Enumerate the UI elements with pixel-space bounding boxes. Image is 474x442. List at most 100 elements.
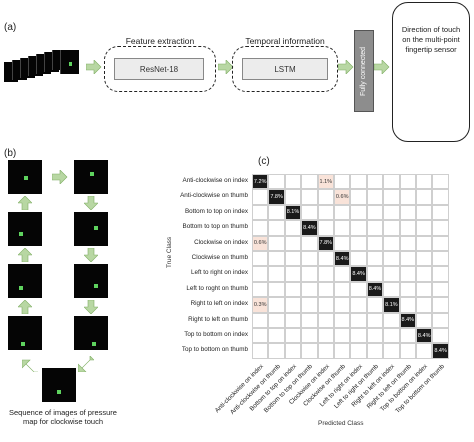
matrix-cell: 8.4% bbox=[432, 343, 449, 359]
matrix-cell bbox=[268, 266, 285, 282]
matrix-cell bbox=[317, 343, 334, 359]
matrix-cell bbox=[416, 220, 433, 236]
matrix-cell bbox=[399, 281, 416, 298]
row-label: Top to bottom on thumb bbox=[181, 346, 248, 354]
row-label: Right to left on thumb bbox=[188, 315, 248, 323]
matrix-cell bbox=[416, 174, 433, 190]
matrix-cell bbox=[252, 312, 269, 328]
matrix-cell bbox=[432, 220, 449, 236]
matrix-cell bbox=[383, 251, 400, 267]
matrix-cell bbox=[301, 266, 318, 282]
matrix-cell bbox=[383, 204, 400, 221]
matrix-cell bbox=[432, 174, 449, 190]
matrix-cell bbox=[268, 251, 285, 267]
matrix-cell bbox=[383, 235, 400, 251]
matrix-cell bbox=[366, 174, 384, 190]
matrix-cell bbox=[317, 328, 334, 344]
matrix-cell bbox=[317, 312, 334, 328]
matrix-cell bbox=[317, 297, 334, 313]
matrix-cell bbox=[366, 251, 384, 267]
matrix-cell bbox=[317, 266, 334, 282]
pressure-frame-2 bbox=[74, 160, 108, 194]
resnet-block: ResNet-18 bbox=[114, 58, 204, 80]
arrow-right-icon bbox=[338, 60, 354, 74]
matrix-cell bbox=[366, 312, 384, 328]
matrix-cell bbox=[268, 235, 285, 251]
x-axis-title: Predicted Class bbox=[318, 420, 364, 427]
row-label: Clockwise on thumb bbox=[191, 254, 248, 261]
matrix-cell bbox=[268, 220, 285, 236]
row-label: Right to left on index bbox=[190, 300, 248, 308]
matrix-cell bbox=[268, 312, 285, 328]
matrix-cell bbox=[383, 174, 400, 190]
matrix-cell bbox=[350, 328, 367, 344]
matrix-cell bbox=[366, 266, 384, 282]
row-label: Anti-clockwise on index bbox=[182, 177, 248, 184]
matrix-cell bbox=[366, 328, 384, 344]
matrix-cell bbox=[301, 281, 318, 298]
matrix-cell bbox=[432, 204, 449, 221]
matrix-cell bbox=[268, 281, 285, 298]
matrix-cell bbox=[301, 235, 318, 251]
matrix-cell bbox=[252, 251, 269, 267]
matrix-cell bbox=[432, 235, 449, 251]
matrix-cell bbox=[252, 189, 269, 205]
matrix-cell bbox=[301, 297, 318, 313]
matrix-cell: 7.8% bbox=[317, 235, 334, 251]
matrix-cell bbox=[416, 266, 433, 282]
pressure-frame-7 bbox=[8, 264, 42, 298]
stack-frame bbox=[60, 50, 79, 74]
matrix-cell: 8.1% bbox=[284, 204, 302, 221]
matrix-cell bbox=[399, 189, 416, 205]
matrix-cell bbox=[432, 297, 449, 313]
row-label: Clockwise on index bbox=[194, 238, 248, 246]
matrix-cell bbox=[416, 189, 433, 205]
matrix-cell bbox=[301, 204, 318, 221]
matrix-cell bbox=[284, 235, 302, 251]
matrix-cell bbox=[284, 174, 302, 190]
arrow-up-icon bbox=[18, 300, 32, 314]
panel-c-label: (c) bbox=[258, 156, 270, 167]
matrix-cell: 1.1% bbox=[317, 174, 334, 190]
matrix-cell bbox=[350, 189, 367, 205]
matrix-cell bbox=[334, 266, 351, 282]
matrix-cell bbox=[416, 343, 433, 359]
feature-extraction-box bbox=[104, 46, 216, 92]
matrix-cell bbox=[284, 251, 302, 267]
matrix-cell bbox=[268, 297, 285, 313]
matrix-cell bbox=[301, 251, 318, 267]
matrix-cell: 7.8% bbox=[268, 189, 285, 205]
matrix-cell bbox=[366, 204, 384, 221]
panel-b-caption: Sequence of images of pressure map for c… bbox=[9, 408, 117, 426]
matrix-cell: 7.2% bbox=[252, 174, 269, 190]
matrix-cell bbox=[317, 189, 334, 205]
matrix-cell: 8.4% bbox=[416, 328, 433, 344]
matrix-cell bbox=[366, 189, 384, 205]
matrix-cell bbox=[252, 266, 269, 282]
matrix-cell: 8.4% bbox=[334, 251, 351, 267]
matrix-cell bbox=[399, 251, 416, 267]
matrix-cell bbox=[416, 281, 433, 298]
matrix-cell: 8.4% bbox=[301, 220, 318, 236]
matrix-cell bbox=[301, 312, 318, 328]
matrix-cell bbox=[399, 174, 416, 190]
matrix-cell bbox=[350, 343, 367, 359]
matrix-cell bbox=[284, 312, 302, 328]
pressure-frame-3 bbox=[74, 212, 108, 246]
matrix-cell bbox=[399, 343, 416, 359]
matrix-cell: 8.4% bbox=[366, 281, 384, 298]
matrix-cell bbox=[416, 235, 433, 251]
matrix-cell: 8.1% bbox=[383, 297, 400, 313]
row-label: Anti-clockwise on thumb bbox=[180, 192, 248, 200]
matrix-cell bbox=[383, 189, 400, 205]
matrix-cell bbox=[284, 343, 302, 359]
matrix-cell: 0.3% bbox=[252, 297, 269, 313]
matrix-cell bbox=[416, 297, 433, 313]
matrix-cell bbox=[317, 220, 334, 236]
pressure-frame-5 bbox=[74, 316, 108, 350]
matrix-cell bbox=[301, 189, 318, 205]
output-box: Direction of touch on the multi-point fi… bbox=[392, 2, 470, 142]
arrow-up-icon bbox=[18, 196, 32, 210]
matrix-cell bbox=[432, 251, 449, 267]
matrix-cell bbox=[334, 220, 351, 236]
